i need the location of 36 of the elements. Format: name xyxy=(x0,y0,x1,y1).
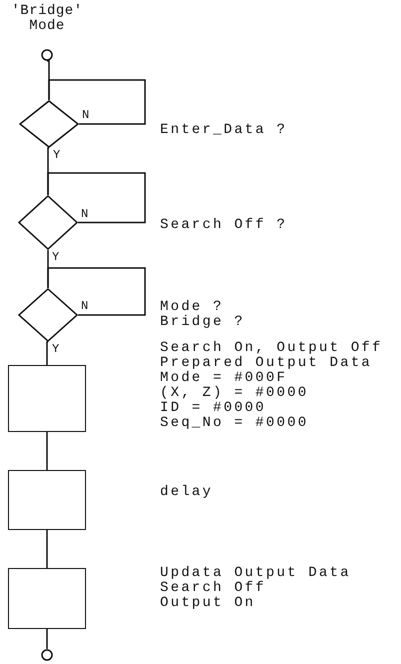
step-note: Bridge ? xyxy=(160,315,245,330)
connector-line xyxy=(46,628,48,649)
step-note: Search Off xyxy=(160,581,266,596)
edge-label: Y xyxy=(53,149,60,161)
connector-line xyxy=(47,172,146,224)
step-note: ID = #0000 xyxy=(160,401,266,416)
edge-label: Y xyxy=(52,251,60,263)
edge-label: N xyxy=(82,109,90,121)
decision-diamond xyxy=(18,195,78,250)
step-note: delay xyxy=(160,485,214,500)
process-box xyxy=(8,568,86,629)
decision-diamond xyxy=(18,288,78,342)
flowchart-title: 'Bridge' Mode xyxy=(10,4,84,34)
step-note: Updata Output Data xyxy=(160,566,351,581)
connector-line xyxy=(48,79,146,125)
step-note: Enter_Data ? xyxy=(160,123,288,138)
step-note: Seq_No = #0000 xyxy=(160,416,308,431)
process-box xyxy=(8,365,86,432)
terminal-circle xyxy=(41,49,53,61)
process-box xyxy=(8,470,86,530)
step-note: Output On xyxy=(160,596,256,611)
connector-line xyxy=(47,267,146,316)
step-note: Search On, Output Off xyxy=(160,341,383,356)
connector-line xyxy=(46,529,48,568)
connector-line xyxy=(46,341,48,365)
connector-line xyxy=(46,431,48,470)
terminal-circle xyxy=(41,649,53,661)
step-note: Mode = #000F xyxy=(160,371,288,386)
step-note: (X, Z) = #0000 xyxy=(160,386,308,401)
step-note: Mode ? xyxy=(160,300,224,315)
step-note: Search Off ? xyxy=(160,218,288,233)
step-note: Prepared Output Data xyxy=(160,356,372,371)
edge-label: N xyxy=(81,208,88,220)
edge-label: Y xyxy=(52,343,60,355)
edge-label: N xyxy=(81,300,88,312)
decision-diamond xyxy=(19,100,79,148)
